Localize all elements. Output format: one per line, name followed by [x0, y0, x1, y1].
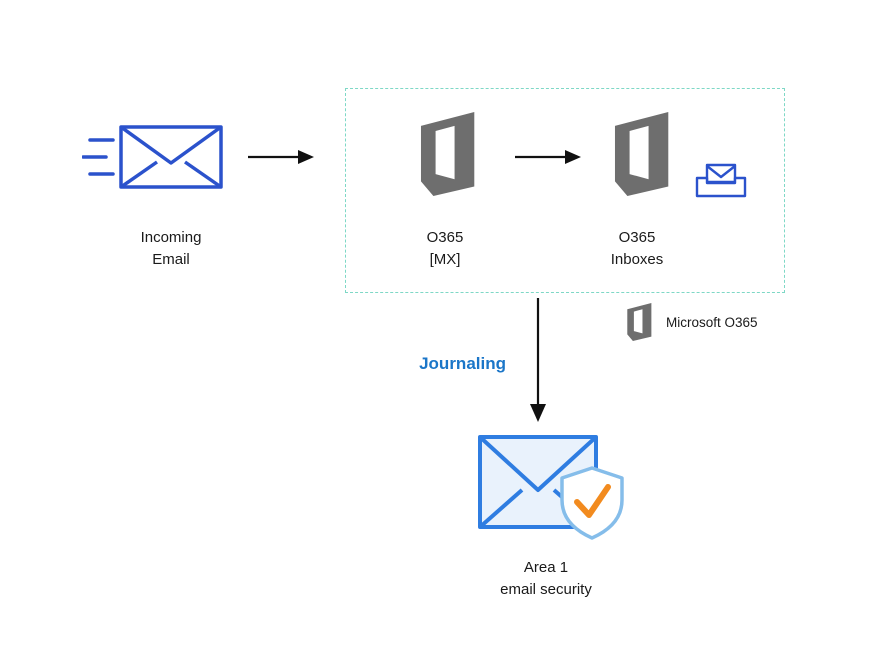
o365-inboxes-label: O365 Inboxes	[562, 227, 712, 271]
o365-mx-label-line1: O365	[426, 229, 464, 246]
journaling-label: Journaling	[419, 354, 506, 373]
arrow-right-2	[515, 150, 581, 164]
o365-inboxes-label-line2: Inboxes	[610, 251, 664, 268]
legend-label: Microsoft O365	[666, 315, 758, 330]
area1-label: Area 1 email security	[446, 557, 646, 601]
check-icon	[574, 484, 611, 518]
inbox-envelope-icon	[695, 163, 747, 198]
o365-dashed-boundary	[345, 88, 785, 293]
incoming-email-label: Incoming Email	[96, 227, 246, 271]
o365-mx-label-line2: [MX]	[429, 251, 461, 268]
o365-inboxes-logo	[614, 112, 669, 196]
area1-label-line1: Area 1	[523, 559, 569, 576]
o365-mx-logo	[420, 112, 475, 196]
arrow-right-1	[248, 150, 314, 164]
speed-lines-icon	[82, 138, 115, 176]
legend-o365-icon	[627, 303, 652, 341]
incoming-email-label-line2: Email	[152, 251, 190, 268]
arrow-down-journaling	[530, 298, 546, 422]
area1-security-icon	[478, 435, 624, 540]
incoming-email-label-line1: Incoming	[140, 229, 202, 246]
o365-inboxes-label-line1: O365	[618, 229, 656, 246]
o365-mx-label: O365 [MX]	[370, 227, 520, 271]
incoming-email-icon	[119, 125, 223, 189]
area1-label-line2: email security	[500, 581, 592, 598]
